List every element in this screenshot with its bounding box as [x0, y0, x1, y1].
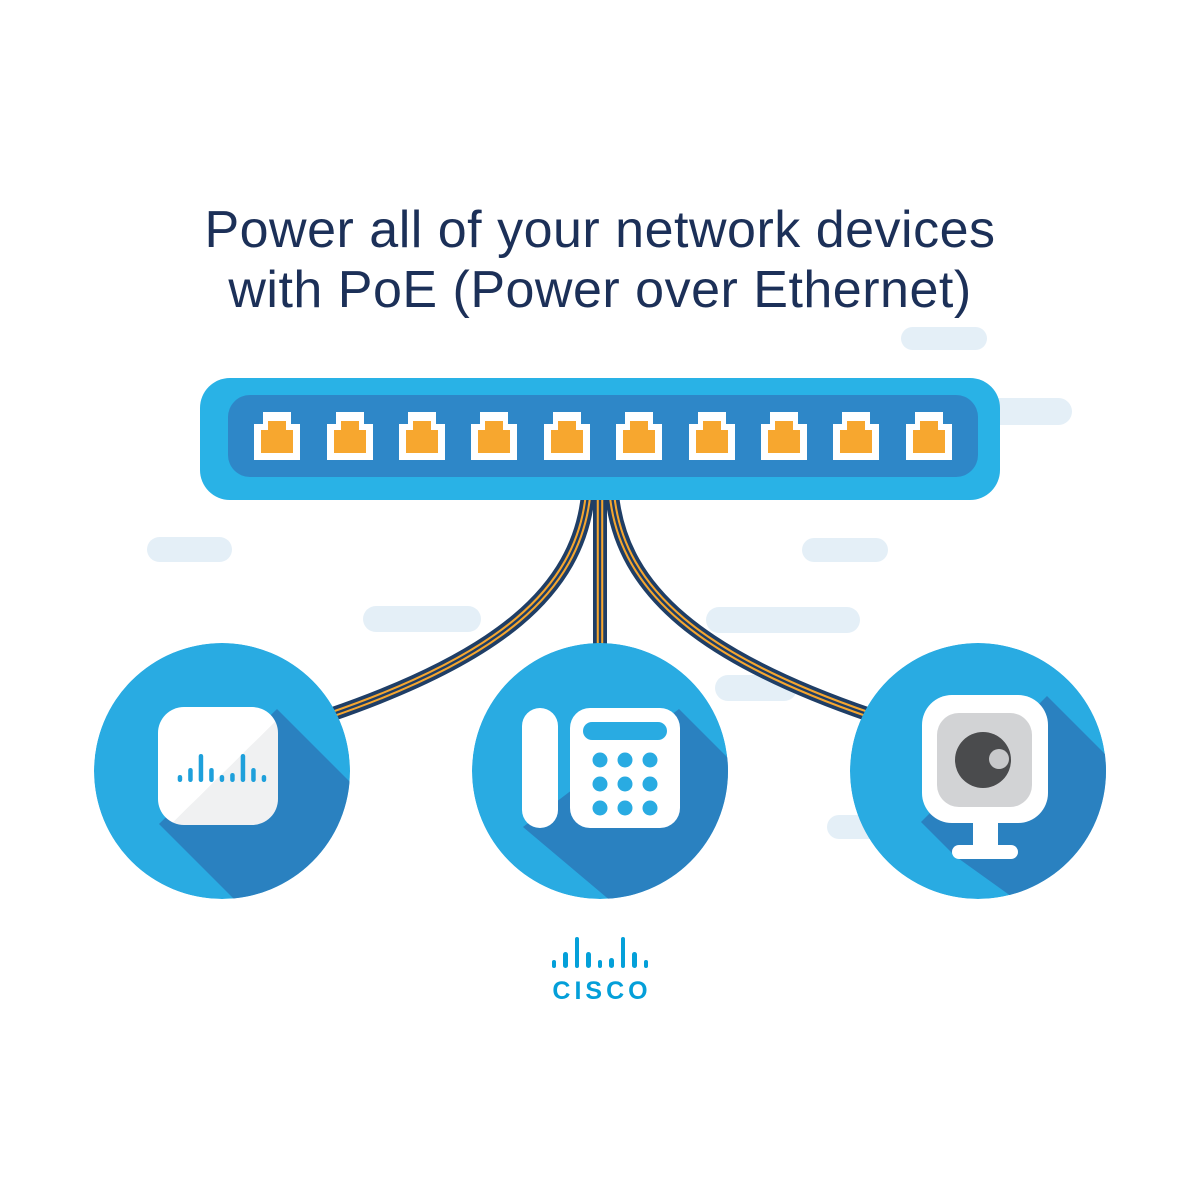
- camera-base: [952, 845, 1018, 859]
- ethernet-cable-right: [605, 494, 873, 722]
- background-cloud: [901, 327, 987, 350]
- wireless-access-point-icon: [94, 643, 350, 899]
- background-cloud: [363, 606, 481, 632]
- cisco-bars-glyph: [177, 754, 267, 782]
- background-cloud: [706, 607, 860, 633]
- rj45-port-icon: [688, 412, 735, 460]
- cisco-logo: CISCO: [0, 936, 1200, 1006]
- camera-lens: [955, 732, 1011, 788]
- rj45-port-icon: [399, 412, 446, 460]
- switch-port-panel: [228, 395, 978, 477]
- rj45-port-icon: [543, 412, 590, 460]
- cisco-wordmark: CISCO: [552, 977, 652, 1005]
- title-line-2: with PoE (Power over Ethernet): [228, 261, 972, 319]
- poe-switch: [200, 378, 1000, 500]
- title-line-1: Power all of your network devices: [204, 201, 996, 259]
- background-cloud: [147, 537, 232, 562]
- page-title: Power all of your network devices with P…: [0, 200, 1200, 320]
- rj45-port-icon: [326, 412, 373, 460]
- ip-phone-icon: [472, 643, 728, 899]
- phone-keypad: [592, 752, 658, 816]
- rj45-port-icon: [833, 412, 880, 460]
- phone-handset: [522, 708, 558, 828]
- security-camera-icon: [850, 643, 1106, 899]
- rj45-port-icon: [760, 412, 807, 460]
- background-cloud: [802, 538, 888, 562]
- camera-lens-highlight: [989, 749, 1009, 769]
- phone-screen: [583, 722, 667, 740]
- rj45-port-icon: [254, 412, 301, 460]
- rj45-port-icon: [905, 412, 952, 460]
- rj45-port-icon: [616, 412, 663, 460]
- cisco-logo-bars-icon: [551, 936, 649, 968]
- rj45-port-icon: [471, 412, 518, 460]
- ethernet-cable-left: [327, 494, 595, 722]
